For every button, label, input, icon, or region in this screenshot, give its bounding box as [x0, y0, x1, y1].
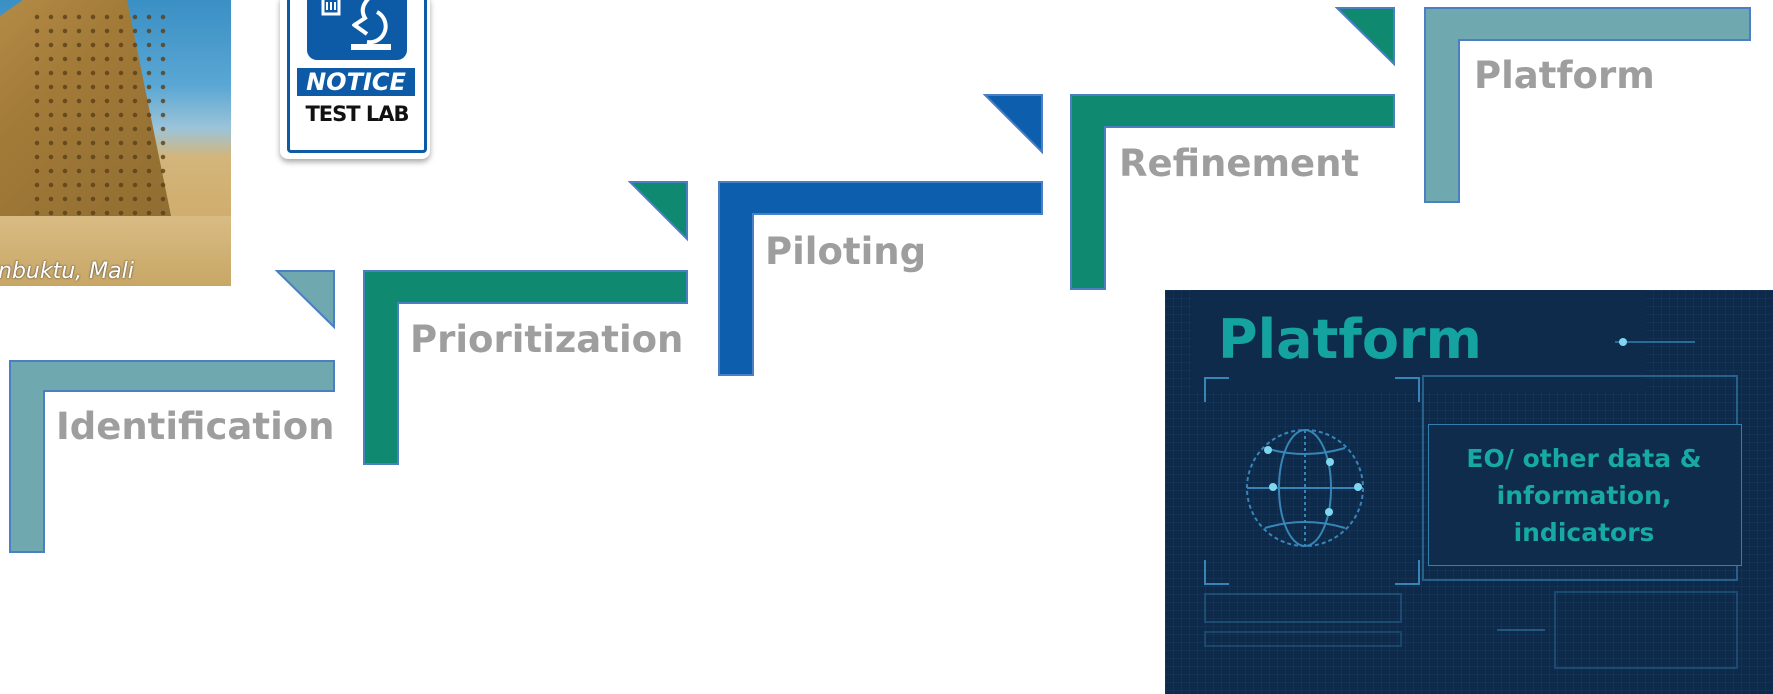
- microscope-icon: [307, 0, 407, 60]
- frame-corner-tr: [1395, 377, 1420, 402]
- desc-line-2: information,: [1496, 481, 1672, 510]
- timbuktu-mosque-photo: nbuktu, Mali: [0, 0, 231, 286]
- step-label-prioritization: Prioritization: [410, 318, 684, 361]
- globe-lat-1: [1264, 447, 1346, 455]
- microscope-icon-svg: [321, 0, 391, 50]
- step-label-platform: Platform: [1474, 54, 1655, 97]
- ui-block-1: [1204, 593, 1402, 623]
- step-3-arrow: [982, 94, 1043, 155]
- sand-ground: [0, 216, 231, 286]
- test-lab-text: TEST LAB: [305, 102, 409, 126]
- step-label-identification: Identification: [56, 405, 335, 448]
- notice-word: NOTICE: [297, 68, 415, 96]
- step-label-piloting: Piloting: [765, 230, 927, 273]
- step-label-refinement: Refinement: [1119, 142, 1360, 185]
- frame-corner-tl: [1204, 377, 1229, 402]
- step-1-bracket: [9, 360, 335, 553]
- panel-text-box: [1428, 424, 1742, 566]
- mosque-toron-beams: [30, 10, 170, 230]
- desc-line-3: indicators: [1513, 518, 1655, 547]
- frame-corner-bl: [1204, 560, 1229, 585]
- ui-block-2: [1204, 631, 1402, 647]
- photo-caption: nbuktu, Mali: [0, 259, 134, 284]
- step-4-arrow: [1334, 7, 1395, 67]
- step-3-bracket: [718, 181, 1043, 376]
- frame-corner-br: [1395, 560, 1420, 585]
- step-4-bracket: [1070, 94, 1395, 290]
- step-1-arrow: [274, 270, 335, 330]
- desc-line-1: EO/ other data &: [1466, 444, 1702, 473]
- step-2-bracket: [363, 270, 688, 465]
- platform-panel: Platform: [1165, 290, 1773, 694]
- notice-test-lab-sign: NOTICE TEST LAB: [280, 0, 430, 159]
- ui-block-3: [1554, 591, 1738, 669]
- step-5-bracket: [1424, 7, 1751, 203]
- panel-tech-graphics: [1204, 338, 1738, 669]
- step-2-arrow: [627, 181, 688, 242]
- panel-description: EO/ other data & information, indicators: [1428, 440, 1740, 551]
- sign-border: NOTICE TEST LAB: [287, 0, 427, 153]
- panel-title: Platform: [1218, 308, 1482, 371]
- globe-lat-2: [1264, 521, 1346, 529]
